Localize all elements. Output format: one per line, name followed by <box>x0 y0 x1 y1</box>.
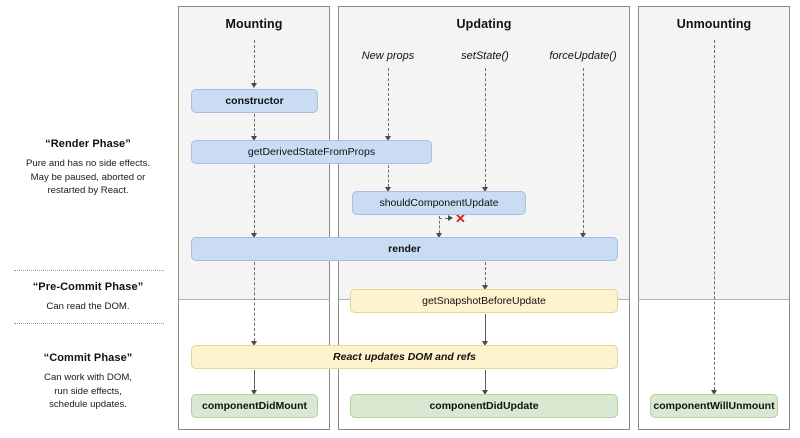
lifecycle-box-component-did-mount[interactable]: componentDidMount <box>191 394 318 418</box>
phase-divider-upper <box>14 270 164 271</box>
lifecycle-box-should-component-update[interactable]: shouldComponentUpdate <box>352 191 526 215</box>
arrowhead-to-scu-from-gdsfp <box>385 187 391 192</box>
connector-mounting-start <box>254 40 255 83</box>
trigger-label-set-state: setState() <box>461 50 509 62</box>
trigger-label-force-update: forceUpdate() <box>549 50 617 62</box>
phase-name-commit: “Commit Phase” <box>43 352 133 364</box>
phase-desc-commit: Can work with DOM, run side effects, sch… <box>4 371 172 412</box>
connector-render-to-dom-mounting <box>254 262 255 341</box>
arrowhead-to-will-unmount <box>711 390 717 395</box>
lifecycle-box-component-did-update[interactable]: componentDidUpdate <box>350 394 618 418</box>
connector-constructor-to-gdsfp <box>254 114 255 136</box>
connector-gdsfp-to-scu <box>388 165 389 187</box>
phase-block-commit: “Commit Phase” Can work with DOM, run si… <box>4 352 172 412</box>
phase-desc-line: Can read the DOM. <box>46 301 130 312</box>
arrowhead-to-constructor <box>251 83 257 88</box>
connector-snapshot-to-dom <box>485 314 486 341</box>
phase-desc-line: run side effects, <box>54 385 122 397</box>
phase-desc-line: May be paused, aborted or <box>30 171 146 183</box>
arrowhead-to-dom-mounting <box>251 341 257 346</box>
arrowhead-to-scu-from-set-state <box>482 187 488 192</box>
connector-gdsfp-to-render <box>254 165 255 233</box>
phase-desc-render: Pure and has no side effects. May be pau… <box>4 157 172 198</box>
phase-name-pre-commit: “Pre-Commit Phase” <box>32 281 144 293</box>
arrowhead-to-did-mount <box>251 390 257 395</box>
arrowhead-to-render-mounting <box>251 233 257 238</box>
phase-desc-line: Pure and has no side effects. <box>25 158 151 169</box>
phase-block-pre-commit: “Pre-Commit Phase” Can read the DOM. <box>4 281 172 314</box>
arrowhead-to-snapshot <box>482 285 488 290</box>
phase-block-render: “Render Phase” Pure and has no side effe… <box>4 138 172 198</box>
lifecycle-box-constructor[interactable]: constructor <box>191 89 318 113</box>
connector-scu-bail-out <box>439 218 448 219</box>
connector-render-to-snapshot <box>485 262 486 285</box>
connector-new-props-to-gdsfp <box>388 68 389 136</box>
arrowhead-to-gdsfp-mounting <box>251 136 257 141</box>
phase-desc-pre-commit: Can read the DOM. <box>4 300 172 314</box>
phase-divider-lower <box>14 323 164 324</box>
phase-desc-line: schedule updates. <box>49 399 127 410</box>
lifecycle-box-component-will-unmount[interactable]: componentWillUnmount <box>650 394 778 418</box>
column-title-unmounting: Unmounting <box>676 17 752 31</box>
phase-desc-line: Can work with DOM, <box>44 372 132 383</box>
arrowhead-to-render-from-scu <box>436 233 442 238</box>
arrowhead-to-did-update <box>482 390 488 395</box>
column-title-updating: Updating <box>456 17 512 31</box>
connector-set-state-to-scu <box>485 68 486 187</box>
bail-out-x-icon: ✕ <box>455 211 466 226</box>
lifecycle-box-react-updates-dom-and-refs[interactable]: React updates DOM and refs <box>191 345 618 369</box>
connector-dom-to-did-mount <box>254 370 255 390</box>
phase-desc-line: restarted by React. <box>47 185 129 196</box>
lifecycle-box-get-snapshot-before-update[interactable]: getSnapshotBeforeUpdate <box>350 289 618 313</box>
lifecycle-box-get-derived-state-from-props[interactable]: getDerivedStateFromProps <box>191 140 432 164</box>
connector-force-update-to-render <box>583 68 584 233</box>
trigger-label-new-props: New props <box>361 50 415 62</box>
column-title-mounting: Mounting <box>225 17 283 31</box>
arrowhead-bail-out <box>448 214 453 221</box>
arrowhead-to-dom-updating <box>482 341 488 346</box>
connector-unmounting-start <box>714 40 715 390</box>
lifecycle-box-render[interactable]: render <box>191 237 618 261</box>
arrowhead-to-render-from-force-update <box>580 233 586 238</box>
arrowhead-to-gdsfp-updating <box>385 136 391 141</box>
connector-scu-to-render <box>439 216 440 233</box>
phase-name-render: “Render Phase” <box>45 138 131 150</box>
connector-dom-to-did-update <box>485 370 486 390</box>
